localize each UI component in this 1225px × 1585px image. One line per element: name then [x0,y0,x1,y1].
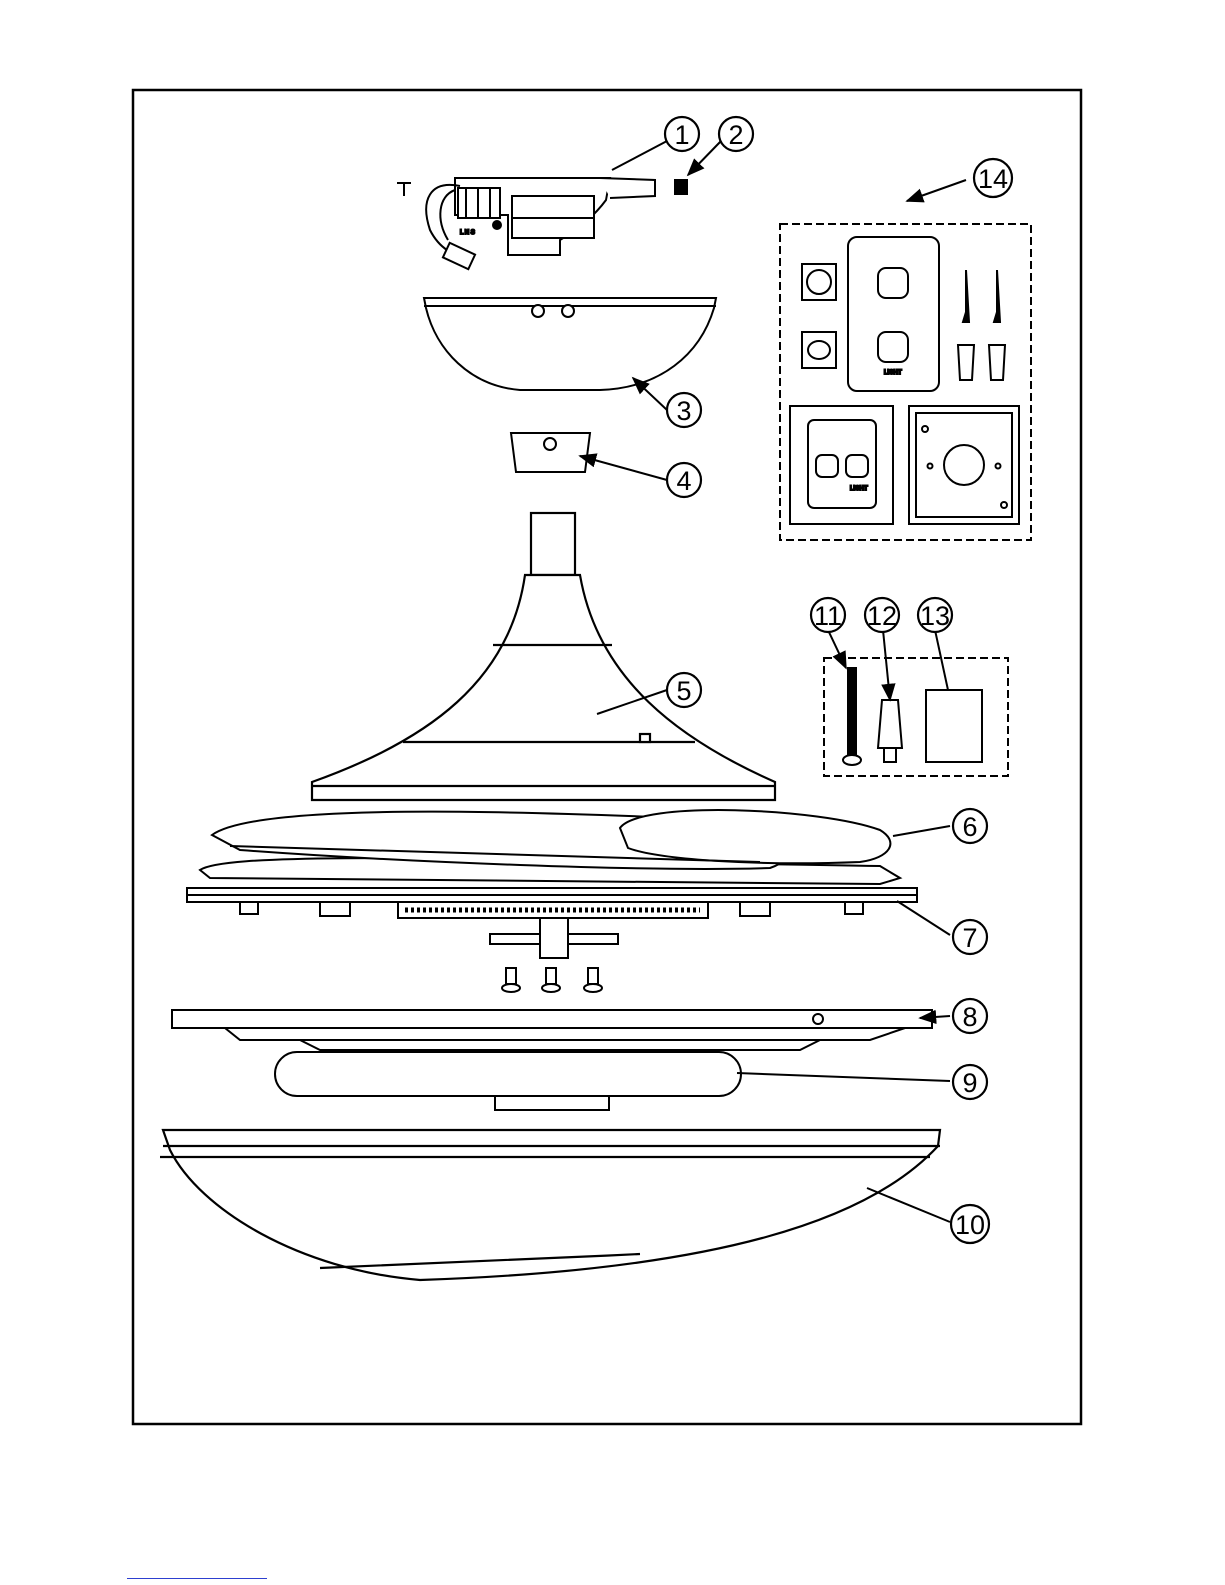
part-light-diffuser [160,1130,940,1280]
part-motor-housing [312,513,775,800]
svg-text:1: 1 [674,120,689,150]
svg-text:4: 4 [676,466,691,496]
svg-text:L N S: L N S [460,230,475,236]
part-canopy-cover [511,433,590,472]
svg-text:5: 5 [676,676,691,706]
callout-4: 4 [667,463,701,497]
switch-plate-label: LIGHT [884,370,902,376]
callout-10: 10 [951,1205,989,1243]
callout-9: 9 [953,1065,987,1099]
svg-text:13: 13 [920,601,950,631]
callout-6: 6 [953,809,987,843]
part-blade-mechanism [187,888,917,958]
part-wall-control-set: LIGHT LIGHT [780,224,1031,540]
svg-text:14: 14 [978,164,1008,194]
part-led-module [275,1052,741,1110]
svg-text:2: 2 [728,120,743,150]
callout-12: 12 [865,598,899,632]
callout-14: 14 [974,159,1012,197]
callout-8: 8 [953,999,987,1033]
svg-text:8: 8 [962,1002,977,1032]
parts-hardware-kit [824,658,1008,776]
part-light-plate [172,1010,932,1050]
callout-1: 1 [665,117,699,151]
footer-link-underline [127,1578,267,1579]
svg-text:11: 11 [814,601,842,631]
callout-7: 7 [953,920,987,954]
callout-2: 2 [719,117,753,151]
svg-text:3: 3 [676,396,691,426]
callout-11: 11 [811,598,845,632]
svg-text:9: 9 [962,1068,977,1098]
part-canopy [424,298,716,390]
svg-text:10: 10 [955,1210,985,1240]
svg-text:12: 12 [867,601,897,631]
callout-13: 13 [918,598,952,632]
callout-5: 5 [667,673,701,707]
svg-text:7: 7 [962,923,977,953]
part-motor-screws [502,968,602,992]
callout-3: 3 [667,393,701,427]
part-mounting-bracket: L N S [426,178,655,269]
svg-text:6: 6 [962,812,977,842]
small-switch-label: LIGHT [850,486,868,492]
part-blades [200,810,900,884]
